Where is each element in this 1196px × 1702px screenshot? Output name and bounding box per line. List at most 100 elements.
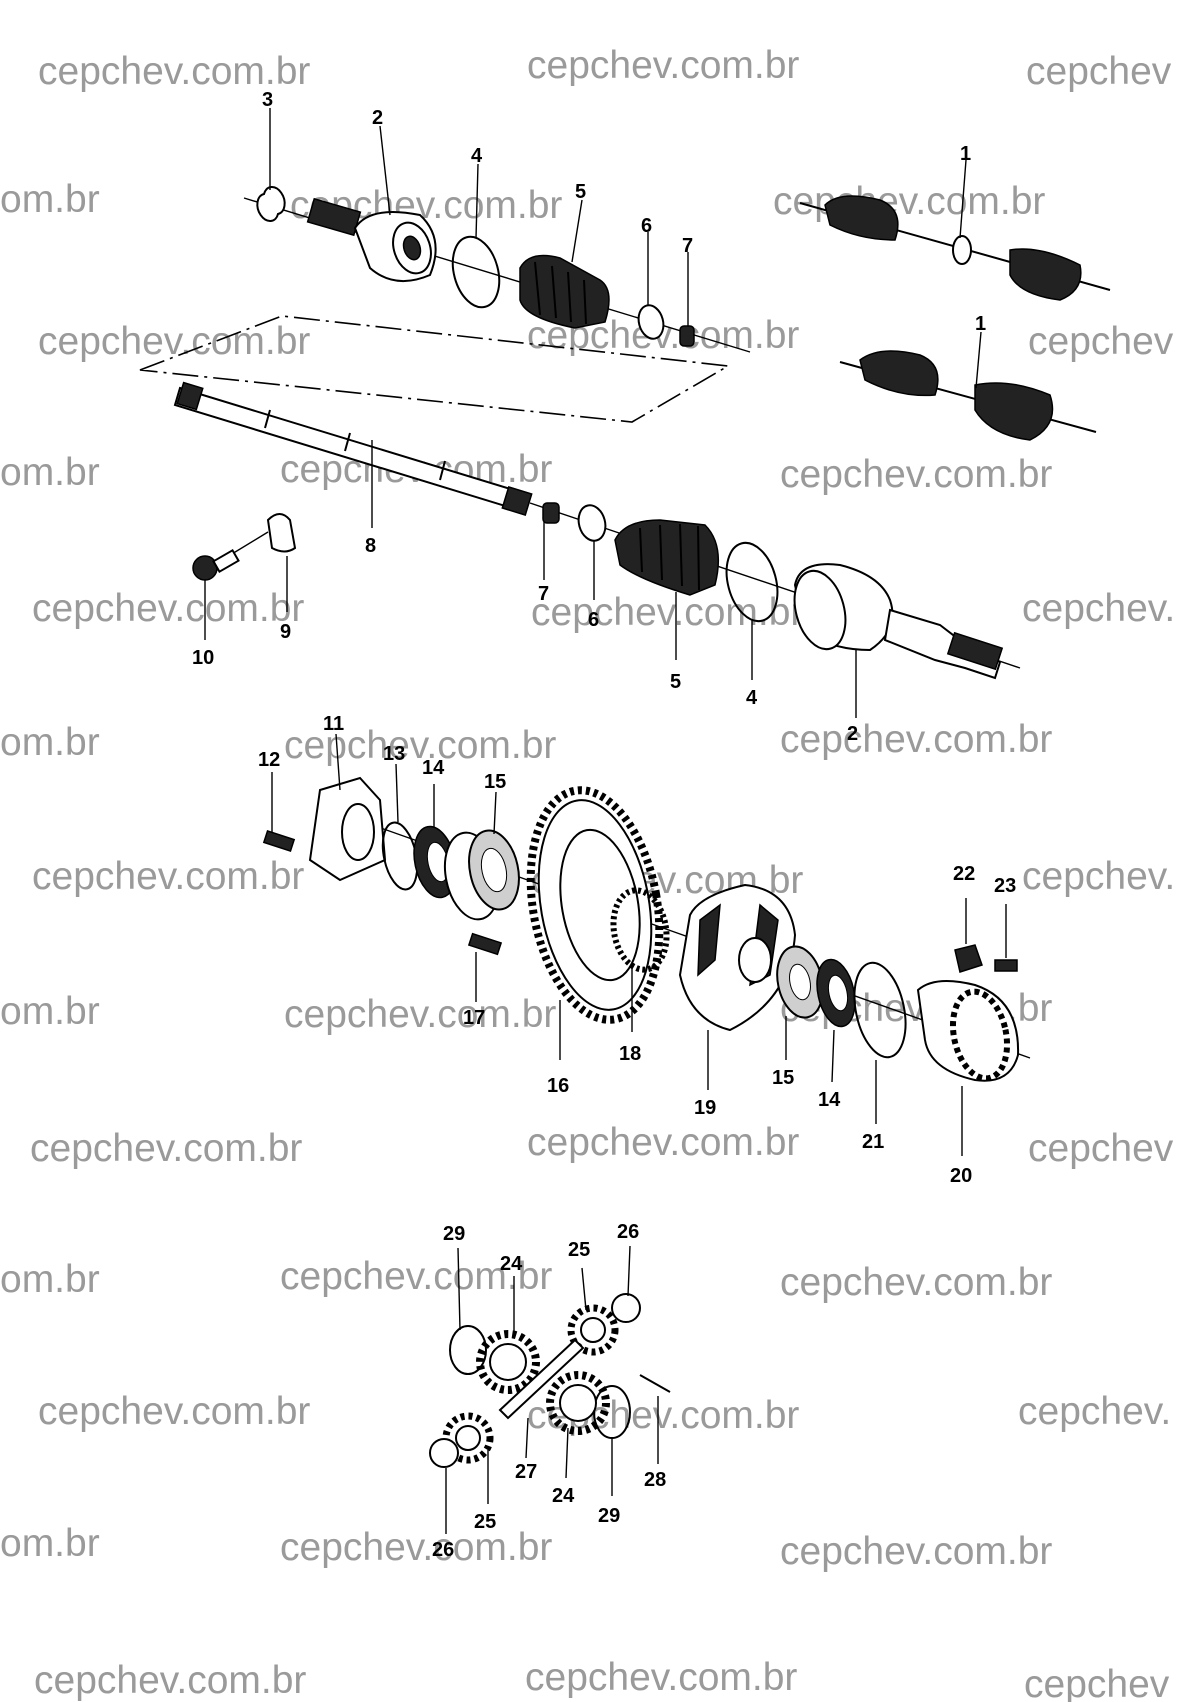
callout-21: 21 (862, 1131, 884, 1153)
watermark: cepchev.com.br (38, 320, 310, 363)
callout-7: 7 (538, 583, 549, 605)
cover-bolt (262, 830, 296, 852)
watermark: om.br (0, 1258, 100, 1301)
callout-14: 14 (818, 1089, 841, 1111)
watermark: cepchev.com.br (32, 855, 304, 898)
callout-8: 8 (365, 535, 376, 557)
o-ring (853, 961, 907, 1059)
watermark: cepchev (1028, 1127, 1174, 1170)
intermediate-shaft (173, 381, 533, 516)
small-clamp (637, 304, 665, 340)
watermark: cepchev.com.br (531, 591, 803, 634)
watermark: cepchev (1028, 320, 1174, 363)
callout-27: 27 (515, 1461, 537, 1483)
mounting-bolt (192, 548, 240, 581)
watermark: cepchev.com.br (527, 44, 799, 87)
callout-5: 5 (670, 671, 681, 693)
watermark: cepchev. (1022, 855, 1175, 898)
clamp-ring (451, 235, 501, 309)
callout-3: 3 (262, 89, 273, 111)
callout-9: 9 (280, 621, 291, 643)
watermark: cepchev.com.br (780, 718, 1052, 761)
small-clamp (577, 504, 607, 542)
callout-13: 13 (383, 743, 405, 765)
callout-12: 12 (258, 749, 280, 771)
lock-tab (954, 944, 983, 973)
callout-10: 10 (192, 647, 214, 669)
callout-17: 17 (463, 1007, 485, 1029)
pinion-washer (611, 1293, 641, 1323)
watermark: cepchev.com.br (773, 180, 1045, 223)
watermark: cepchev.com.br (780, 453, 1052, 496)
callout-1: 1 (960, 143, 971, 165)
thrust-washer (449, 1325, 487, 1375)
watermark: cepchev.com.br (30, 1127, 302, 1170)
outer-cv-joint-lower (793, 563, 1004, 680)
watermark: om.br (0, 178, 100, 221)
callout-15: 15 (772, 1067, 794, 1089)
joint-boot-lower (614, 519, 720, 596)
callout-6: 6 (641, 215, 652, 237)
watermark: cepchev.com.br (284, 993, 556, 1036)
callout-25: 25 (474, 1511, 496, 1533)
joint-boot-upper (519, 254, 610, 329)
complete-axle-2 (839, 350, 1097, 441)
callout-15: 15 (484, 771, 506, 793)
watermark: cepchev.com.br (280, 1526, 552, 1569)
small-clip (542, 502, 560, 524)
callout-6: 6 (588, 609, 599, 631)
watermark: cepchev.com.br (32, 587, 304, 630)
speedo-gear (610, 887, 670, 973)
pinion-gear (442, 1412, 494, 1464)
callout-11: 11 (323, 713, 344, 735)
watermark: cepchev.com.br (284, 724, 556, 767)
callout-29: 29 (598, 1505, 620, 1527)
callout-25: 25 (568, 1239, 590, 1261)
drive-shaft-section (139, 185, 1111, 680)
lock-pin (639, 1374, 671, 1393)
watermark: om.br (0, 1522, 100, 1565)
watermark: cepchev.com.br (780, 1530, 1052, 1573)
bracket-clip (266, 513, 297, 553)
callout-1: 1 (975, 313, 986, 335)
callout-16: 16 (547, 1075, 569, 1097)
differential-case (678, 883, 797, 1032)
side-gear (546, 1371, 610, 1435)
side-gear (476, 1330, 540, 1394)
watermark: cepchev.com.br (38, 50, 310, 93)
callout-29: 29 (443, 1223, 465, 1245)
watermark: cepchev.com.br (527, 1121, 799, 1164)
small-clip (679, 325, 695, 347)
adjusting-sleeve (916, 980, 1020, 1082)
lock-bolt (994, 959, 1018, 972)
callout-19: 19 (694, 1097, 716, 1119)
callout-28: 28 (644, 1469, 666, 1491)
watermark: cepchev.com.br (280, 1255, 552, 1298)
callout-labels: 3 2 4 5 6 7 1 1 8 7 6 5 4 2 9 10 11 12 1… (192, 89, 1016, 1561)
callout-2: 2 (372, 107, 383, 129)
clamp-ring (725, 541, 779, 623)
callout-4: 4 (746, 687, 758, 709)
differential-gears-section (429, 1293, 671, 1468)
pinion-washer (429, 1438, 459, 1468)
watermark: om.br (0, 451, 100, 494)
circlip (256, 185, 286, 223)
tapered-bearing (443, 829, 520, 921)
watermark: cepchev.com.br (525, 1656, 797, 1699)
watermark: cepchev. (1022, 587, 1175, 630)
differential-section (262, 776, 1031, 1082)
complete-axle-1 (799, 195, 1111, 301)
callout-4: 4 (471, 145, 483, 167)
pinion-gear (567, 1304, 619, 1356)
watermark: om.br (0, 990, 100, 1033)
callout-5: 5 (575, 181, 586, 203)
watermark: cepchev (1024, 1663, 1170, 1702)
leader-lines (204, 108, 1007, 1534)
callout-22: 22 (953, 863, 975, 885)
callout-20: 20 (950, 1165, 972, 1187)
watermark: cepchev.com.br (34, 1659, 306, 1702)
watermark: om.br (0, 721, 100, 764)
cross-shaft (498, 1338, 585, 1420)
callout-26: 26 (432, 1539, 454, 1561)
outer-cv-joint-upper (306, 197, 437, 283)
